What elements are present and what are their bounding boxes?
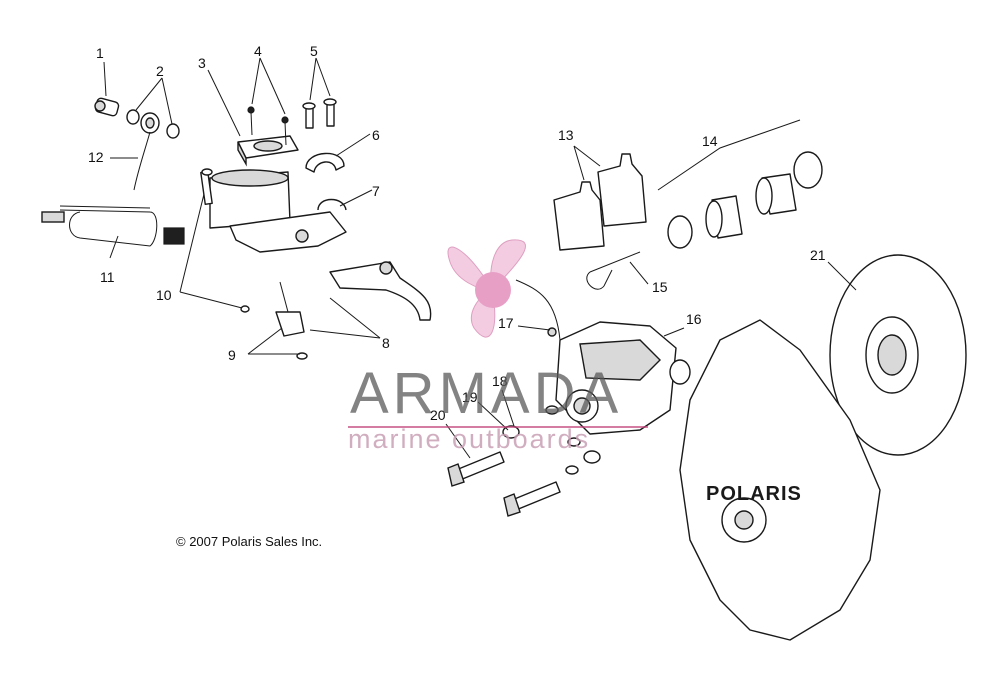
part-15-clip — [586, 251, 641, 290]
callout-3: 3 — [198, 55, 206, 71]
part-8-lever — [329, 261, 432, 321]
part-16-caliper — [515, 279, 691, 435]
part-3-reservoir-cap — [237, 135, 299, 167]
part-5-bolts — [302, 98, 337, 129]
leader-lines — [103, 57, 857, 459]
callout-labels: 1 2 3 4 5 6 7 8 9 10 11 12 13 14 15 16 1… — [88, 43, 826, 423]
callout-7: 7 — [372, 183, 380, 199]
armada-propeller-logo-icon — [447, 239, 526, 338]
cover-brand-label: POLARIS — [706, 483, 802, 505]
watermark-title: ARMADA — [350, 361, 623, 426]
callout-13: 13 — [558, 127, 574, 143]
callout-14: 14 — [702, 133, 718, 149]
part-1-fitting — [94, 97, 120, 117]
callout-20: 20 — [430, 407, 446, 423]
callout-1: 1 — [96, 45, 104, 61]
copyright-notice: © 2007 Polaris Sales Inc. — [176, 534, 323, 549]
part-10-pin — [200, 168, 250, 313]
watermark-divider — [348, 426, 648, 428]
callout-2: 2 — [156, 63, 164, 79]
callout-15: 15 — [652, 279, 668, 295]
part-6-clamp — [305, 152, 345, 173]
part-12-brake-line — [133, 131, 151, 191]
master-cylinder-body — [209, 169, 347, 253]
callout-16: 16 — [686, 311, 702, 327]
part-11-switch-harness — [41, 205, 185, 247]
callout-18: 18 — [492, 373, 508, 389]
part-17-bleeder — [547, 327, 557, 337]
part-20-bolts — [447, 451, 561, 517]
callout-10: 10 — [156, 287, 172, 303]
callout-11: 11 — [100, 269, 115, 285]
callout-8: 8 — [382, 335, 390, 351]
callout-6: 6 — [372, 127, 380, 143]
part-2-washers — [126, 109, 180, 139]
callout-19: 19 — [462, 389, 478, 405]
callout-12: 12 — [88, 149, 104, 165]
callout-17: 17 — [498, 315, 514, 331]
callout-21: 21 — [810, 247, 826, 263]
callout-4: 4 — [254, 43, 262, 59]
part-21-brake-disc — [829, 254, 967, 456]
part-14-pistons — [667, 151, 823, 249]
part-9-bracket — [275, 281, 308, 360]
chaincase-cover: POLARIS — [679, 319, 881, 641]
watermark-subtitle: marine outboards — [348, 424, 591, 454]
part-4-screws — [247, 106, 289, 146]
callout-5: 5 — [310, 43, 318, 59]
part-13-brake-pads — [553, 153, 647, 251]
callout-9: 9 — [228, 347, 236, 363]
